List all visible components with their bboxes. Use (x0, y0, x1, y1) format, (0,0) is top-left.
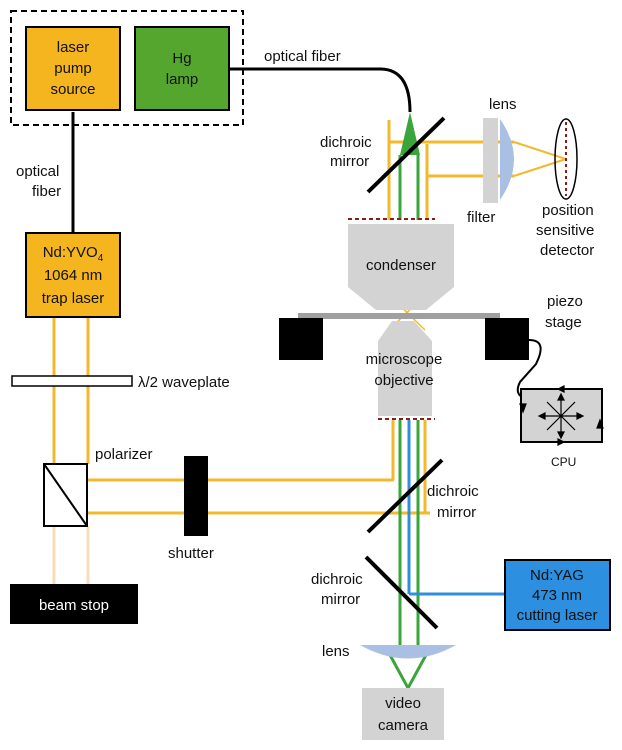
optical-fiber-top (229, 67, 412, 113)
beam-stop-box (10, 584, 138, 624)
lens-bottom (360, 645, 456, 659)
trap-beam-vertical (387, 120, 567, 513)
lens-top (500, 119, 514, 200)
video-camera-box (362, 688, 444, 740)
polarizer-diagonal (43, 463, 88, 527)
filter-label: filter (467, 209, 495, 226)
trap-beam-to-stop (52, 526, 90, 584)
condenser-label: condenser (366, 257, 436, 274)
filter (483, 118, 498, 203)
lens-bottom-label: lens (322, 643, 350, 660)
waveplate-label: λ/2 waveplate (138, 374, 230, 391)
stage-platform (298, 313, 500, 319)
trap-beam-left (52, 317, 90, 464)
optical-fiber-top-label: optical fiber (264, 48, 341, 65)
trap-beam-horizontal (65, 478, 430, 515)
polarizer-label: polarizer (95, 446, 153, 463)
half-waveplate (11, 375, 133, 387)
lens-top-label: lens (489, 96, 517, 113)
shutter-label: shutter (168, 545, 214, 562)
beam-stop-label: beam stop (39, 597, 109, 614)
cutting-beam (407, 420, 505, 596)
hg-lamp-box (134, 26, 230, 111)
shutter (184, 456, 208, 536)
cutting-laser-box (504, 559, 611, 631)
condenser (348, 224, 454, 310)
microscope-objective (378, 321, 432, 416)
light-source-enclosure (10, 10, 244, 126)
position-sensitive-detector (554, 118, 578, 200)
dichroic-mirror-mid (366, 458, 444, 534)
trap-laser-box (25, 232, 121, 318)
piezo-cable (516, 339, 542, 399)
focal-plane-markers (348, 218, 435, 420)
stage-block-right (485, 318, 529, 360)
cpu-label: CPU (551, 455, 576, 469)
dichroic-mirror-low (364, 555, 439, 630)
dichroic-mirror-top (366, 116, 446, 194)
stage-block-left (279, 318, 323, 360)
laser-pump-source-box (25, 26, 121, 111)
cpu-arrows-icon (519, 385, 604, 446)
